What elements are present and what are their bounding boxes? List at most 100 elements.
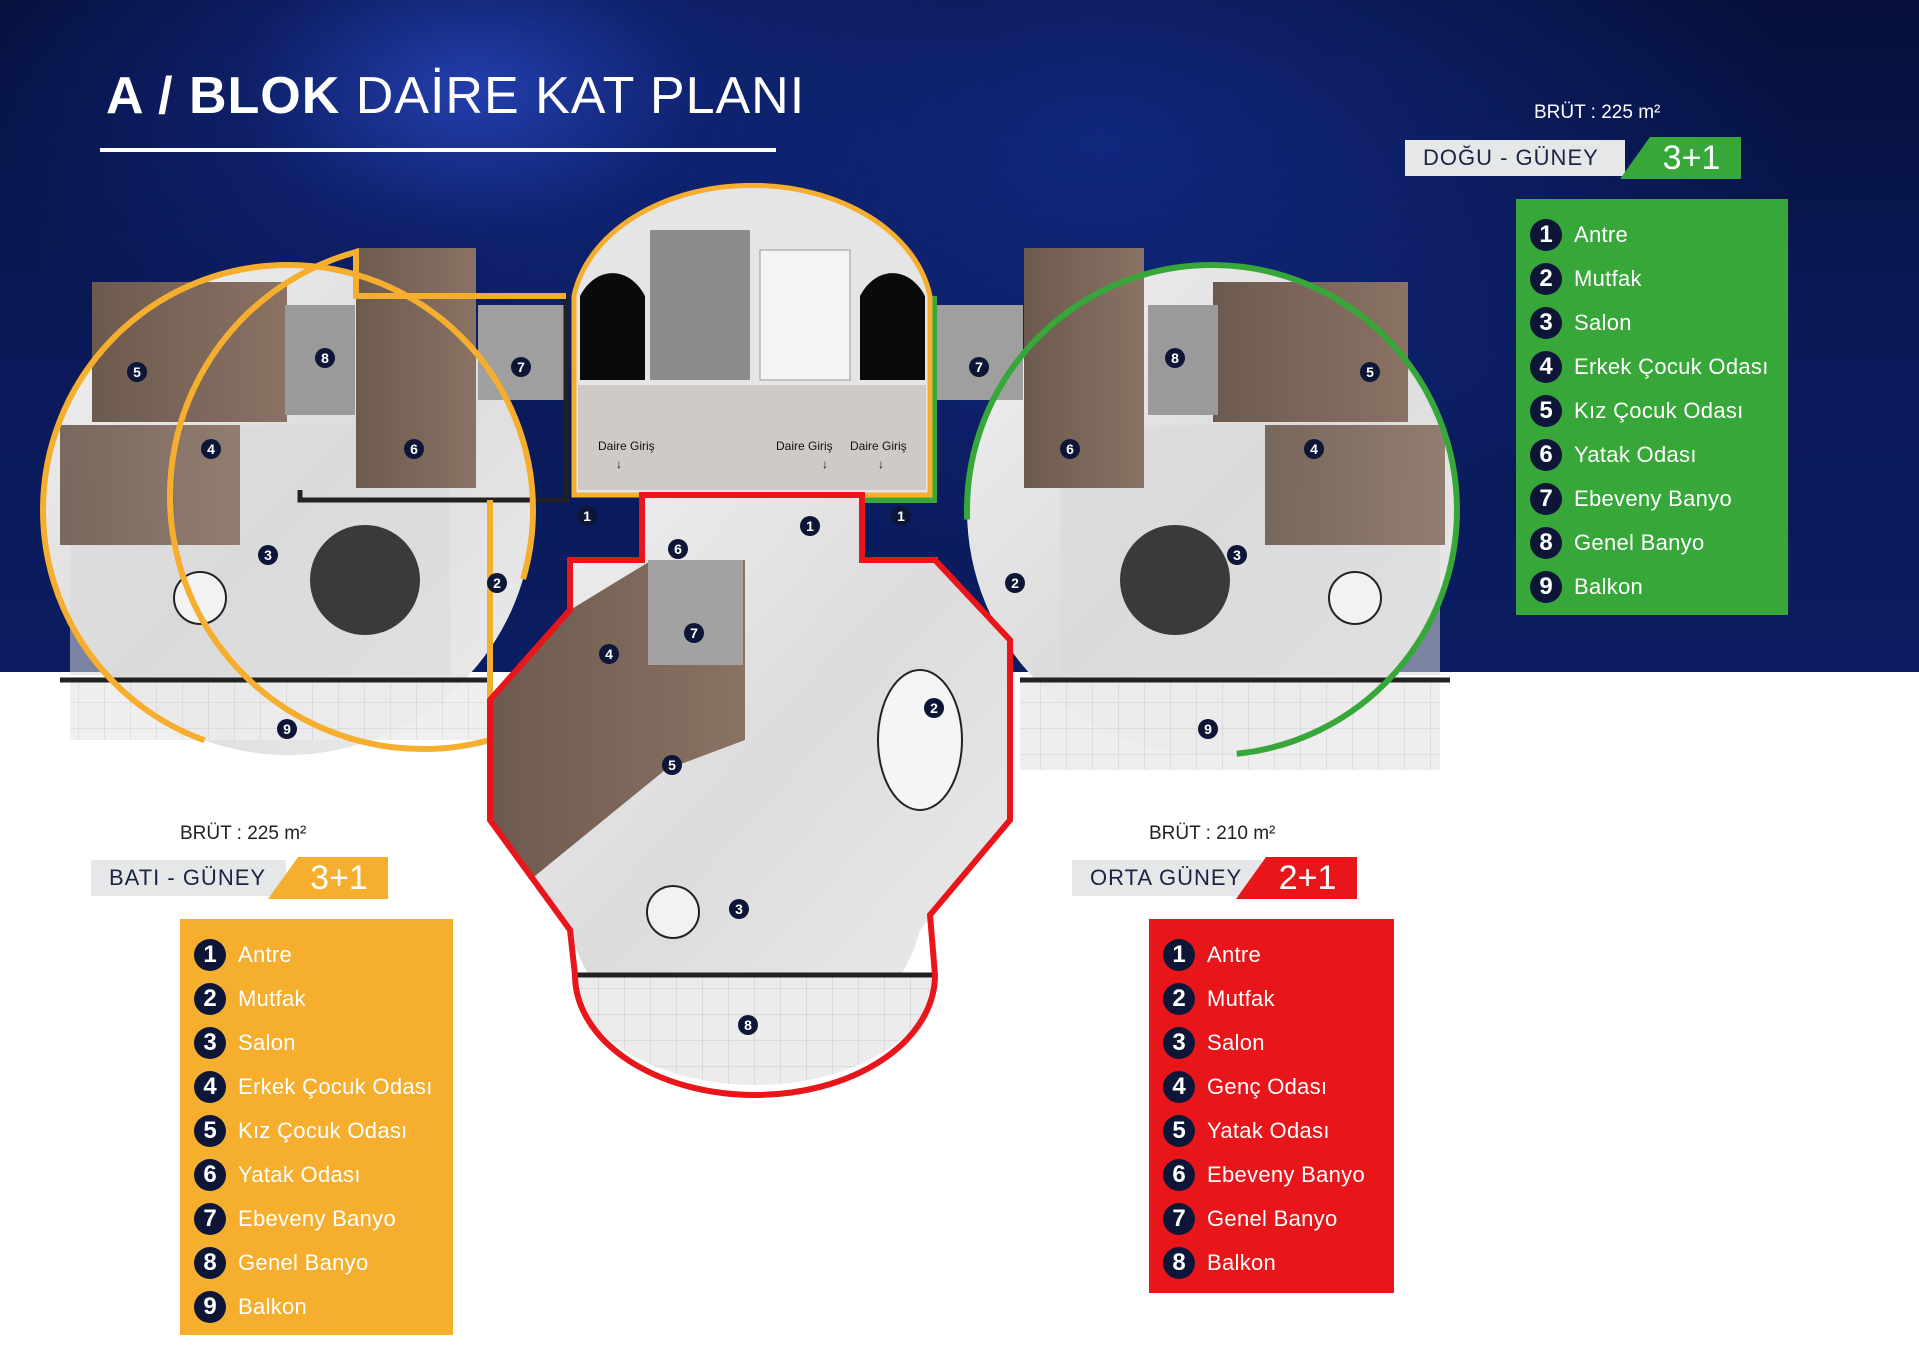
room-marker: 3 xyxy=(729,899,749,919)
arrow-down-icon: ↓ xyxy=(616,457,622,471)
east-orientation-tag: DOĞU - GÜNEY xyxy=(1405,140,1625,176)
room-marker: 6 xyxy=(404,439,424,459)
svg-text:1: 1 xyxy=(806,518,814,534)
legend-item: 1 Antre xyxy=(180,933,453,977)
room-marker: 8 xyxy=(1165,348,1185,368)
legend-number: 6 xyxy=(1163,1159,1195,1191)
room-marker: 8 xyxy=(315,348,335,368)
room-marker: 4 xyxy=(1304,439,1324,459)
svg-text:6: 6 xyxy=(410,441,418,457)
legend-item: 8 Balkon xyxy=(1149,1241,1394,1285)
legend-number: 5 xyxy=(1530,395,1562,427)
legend-label: Kız Çocuk Odası xyxy=(1574,398,1744,423)
legend-number: 7 xyxy=(1530,483,1562,515)
legend-number: 3 xyxy=(1530,307,1562,339)
legend-item: 9 Balkon xyxy=(180,1285,453,1329)
room-marker: 1 xyxy=(577,506,597,526)
legend-item: 2 Mutfak xyxy=(1149,977,1394,1021)
svg-text:8: 8 xyxy=(744,1017,752,1033)
middle-area-label: BRÜT : 210 m² xyxy=(1149,823,1276,844)
room-marker: 3 xyxy=(1227,545,1247,565)
legend-number: 1 xyxy=(194,939,226,971)
room-marker: 7 xyxy=(684,623,704,643)
legend-label: Kız Çocuk Odası xyxy=(238,1118,408,1143)
svg-text:9: 9 xyxy=(1204,721,1212,737)
svg-text:8: 8 xyxy=(321,350,329,366)
legend-label: Balkon xyxy=(238,1294,308,1319)
room-marker: 1 xyxy=(891,506,911,526)
core-stairwell xyxy=(571,182,933,498)
middle-orientation-tag: ORTA GÜNEY xyxy=(1072,860,1262,896)
svg-text:4: 4 xyxy=(1310,441,1318,457)
legend-number: 3 xyxy=(1163,1027,1195,1059)
west-unit-outline xyxy=(166,248,566,753)
legend-label: Antre xyxy=(238,942,293,967)
entrance-label-middle: Daire Giriş xyxy=(776,439,833,453)
middle-unit-plan xyxy=(490,495,1010,1085)
legend-label: Erkek Çocuk Odası xyxy=(1574,354,1769,379)
room-marker: 4 xyxy=(201,439,221,459)
legend-label: Yatak Odası xyxy=(238,1162,361,1187)
room-marker: 6 xyxy=(1060,439,1080,459)
legend-item: 3 Salon xyxy=(1516,301,1788,345)
legend-number: 9 xyxy=(1530,571,1562,603)
room-marker: 6 xyxy=(668,539,688,559)
svg-text:4: 4 xyxy=(207,441,215,457)
room-marker: 3 xyxy=(258,545,278,565)
legend-label: Antre xyxy=(1207,942,1262,967)
legend-label: Ebeveny Banyo xyxy=(1207,1162,1366,1187)
legend-number: 2 xyxy=(1163,983,1195,1015)
title-underline xyxy=(100,148,776,152)
legend-label: Ebeveny Banyo xyxy=(1574,486,1733,511)
legend-item: 6 Ebeveny Banyo xyxy=(1149,1153,1394,1197)
legend-label: Salon xyxy=(1574,310,1632,335)
room-marker: 2 xyxy=(924,698,944,718)
legend-label: Genel Banyo xyxy=(238,1250,369,1275)
legend-label: Mutfak xyxy=(238,986,306,1011)
svg-text:3: 3 xyxy=(735,901,743,917)
middle-unit-outline xyxy=(487,492,1013,1098)
east-type-tag: 3+1 xyxy=(1620,137,1741,179)
svg-text:6: 6 xyxy=(674,541,682,557)
legend-number: 7 xyxy=(194,1203,226,1235)
entrance-label-east: Daire Giriş xyxy=(850,439,907,453)
svg-text:7: 7 xyxy=(975,359,983,375)
room-marker: 5 xyxy=(662,755,682,775)
svg-text:9: 9 xyxy=(283,721,291,737)
legend-item: 5 Kız Çocuk Odası xyxy=(180,1109,453,1153)
room-marker: 5 xyxy=(1360,362,1380,382)
svg-text:2: 2 xyxy=(1011,575,1019,591)
svg-text:3: 3 xyxy=(264,547,272,563)
svg-text:7: 7 xyxy=(517,359,525,375)
west-room-markers: 1 2 3 4 5 6 7 8 9 xyxy=(127,348,597,739)
room-marker: 9 xyxy=(1198,719,1218,739)
legend-number: 8 xyxy=(194,1247,226,1279)
svg-text:4: 4 xyxy=(605,646,613,662)
legend-label: Salon xyxy=(1207,1030,1265,1055)
room-marker: 2 xyxy=(1005,573,1025,593)
legend-number: 8 xyxy=(1163,1247,1195,1279)
legend-number: 3 xyxy=(194,1027,226,1059)
legend-number: 4 xyxy=(1163,1071,1195,1103)
svg-text:2: 2 xyxy=(930,700,938,716)
legend-number: 9 xyxy=(194,1291,226,1323)
legend-item: 7 Ebeveny Banyo xyxy=(1516,477,1788,521)
svg-text:5: 5 xyxy=(668,757,676,773)
legend-number: 5 xyxy=(194,1115,226,1147)
legend-item: 3 Salon xyxy=(1149,1021,1394,1065)
legend-label: Balkon xyxy=(1207,1250,1277,1275)
legend-label: Mutfak xyxy=(1207,986,1275,1011)
svg-text:7: 7 xyxy=(690,625,698,641)
east-unit-arc xyxy=(964,262,1460,758)
